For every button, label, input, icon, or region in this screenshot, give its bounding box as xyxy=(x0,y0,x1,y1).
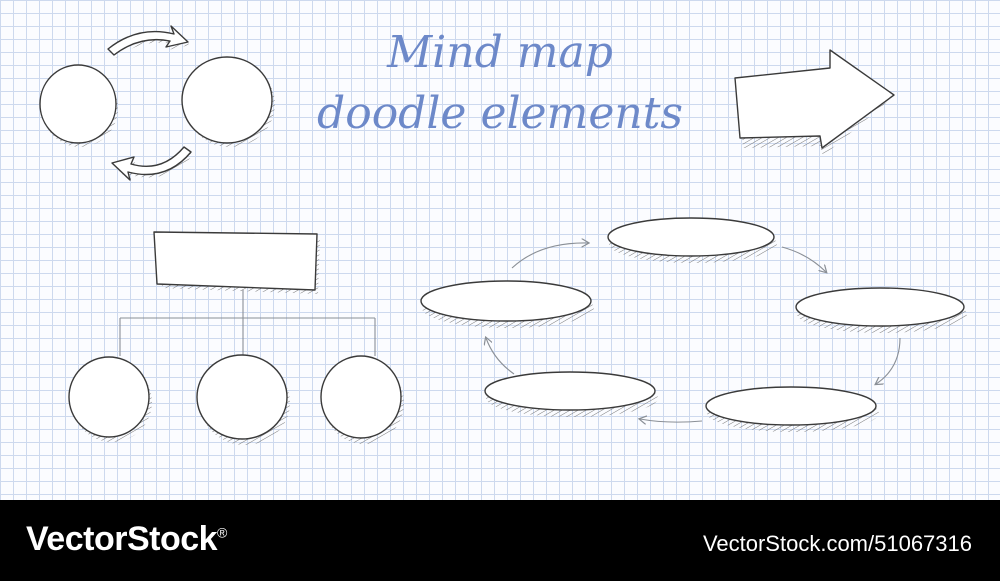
cycle-arrow-4 xyxy=(640,419,703,422)
cycle-arrow-5 xyxy=(486,338,515,375)
cycle-pair xyxy=(39,25,275,183)
brand-registered-mark: ® xyxy=(217,524,227,541)
title-line-2: doodle elements xyxy=(317,88,683,139)
curved-arrow-right-icon xyxy=(107,25,190,58)
cycle-ellipse-top xyxy=(607,217,777,263)
curved-arrow-left-icon xyxy=(111,146,193,183)
circle-right xyxy=(181,56,275,147)
circle-left xyxy=(39,64,118,147)
child-circle-1 xyxy=(68,356,152,442)
asset-id: VectorStock.com/51067316 xyxy=(702,531,972,556)
watermark-footer: VectorStock® VectorStock.com/51067316 xyxy=(0,500,1000,581)
brand-name: VectorStock xyxy=(26,520,218,558)
ellipse-cycle-diagram xyxy=(420,217,967,432)
brand-logo: VectorStock® xyxy=(26,520,227,559)
cycle-arrow-1 xyxy=(511,243,588,269)
doodle-artwork: Mind map doodle elements xyxy=(39,25,967,445)
grid-paper-canvas: Mind map doodle elements xyxy=(0,0,1000,500)
header-box xyxy=(153,231,320,294)
connector-lines xyxy=(119,290,376,356)
cycle-arrow-3 xyxy=(876,337,901,384)
cycle-ellipse-bottom-left xyxy=(484,371,658,417)
child-circle-3 xyxy=(320,355,404,444)
hierarchy-diagram xyxy=(68,231,404,445)
cycle-ellipse-bottom-right xyxy=(705,386,879,432)
cycle-ellipse-right xyxy=(795,287,967,333)
big-arrow-right-icon xyxy=(734,49,895,156)
cycle-ellipse-left xyxy=(420,280,594,328)
child-circle-2 xyxy=(196,354,290,445)
cycle-arrow-2 xyxy=(781,246,826,272)
title-line-1: Mind map xyxy=(386,27,613,78)
